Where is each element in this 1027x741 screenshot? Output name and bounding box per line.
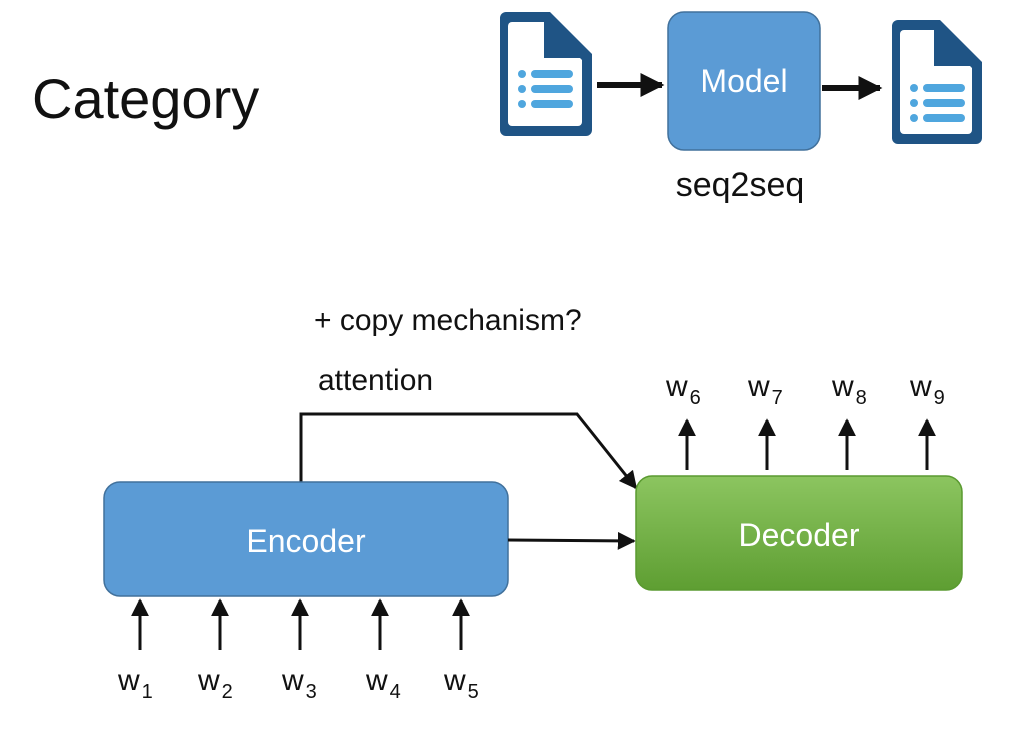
model-label: Model	[700, 63, 787, 99]
seq2seq-caption: seq2seq	[676, 166, 805, 204]
attention-label: attention	[318, 364, 433, 397]
encoder-label: Encoder	[246, 523, 366, 559]
encoder-to-decoder-arrow	[507, 531, 636, 550]
output-document-icon	[892, 20, 982, 144]
model-box	[667, 11, 821, 151]
slide-title: Category	[32, 67, 259, 130]
decoder-label: Decoder	[739, 517, 860, 553]
input-document-icon	[500, 12, 592, 136]
attention-connector	[299, 412, 638, 490]
copy-mechanism-label: + copy mechanism?	[314, 304, 582, 337]
decoder-box	[635, 475, 963, 591]
encoder-box	[103, 481, 509, 597]
